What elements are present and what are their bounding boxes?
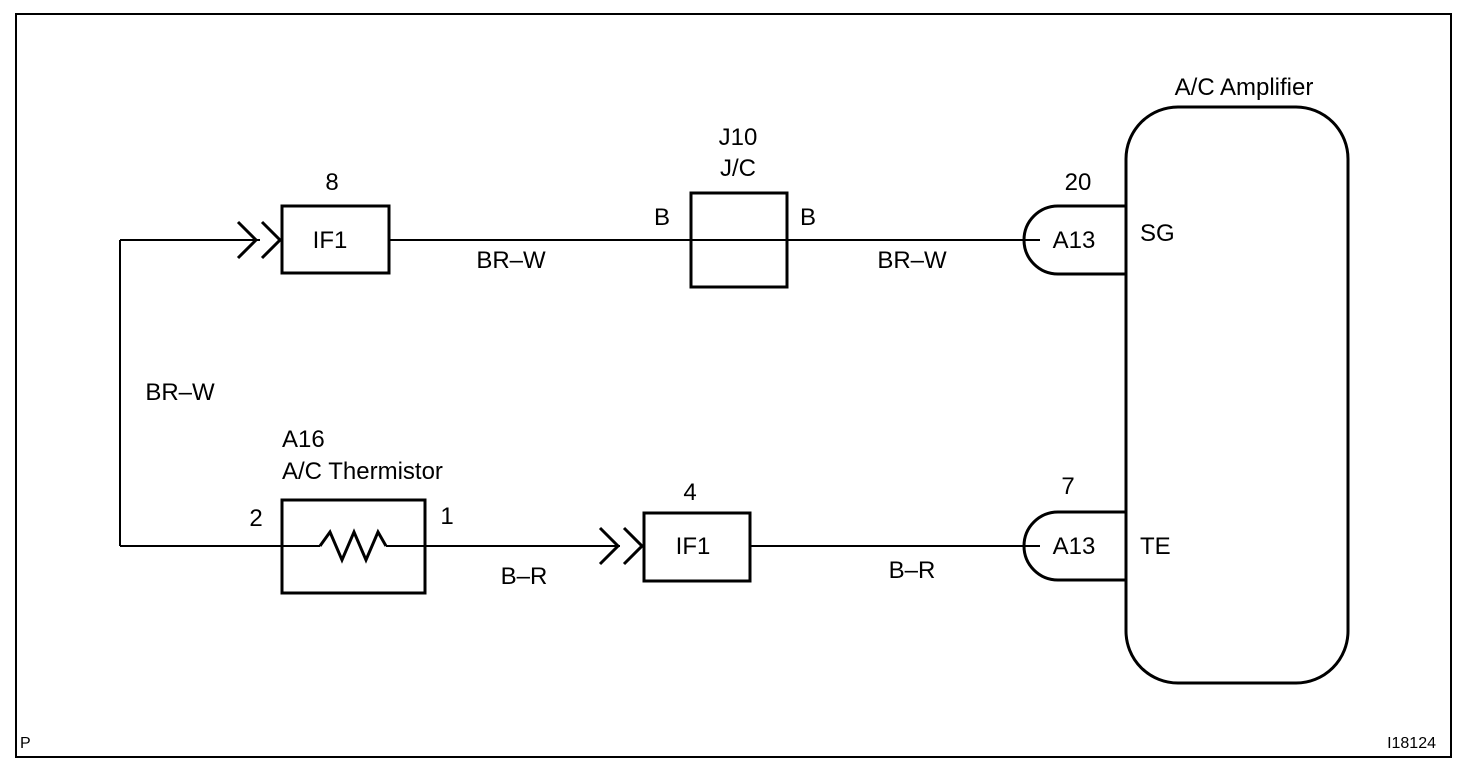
bottom-amp-pin-number: 7	[1061, 473, 1074, 500]
bottom-if1-label: IF1	[676, 533, 711, 560]
diagram-frame	[15, 13, 1452, 758]
figure-id: I18124	[1387, 735, 1436, 752]
bottom-if1-pin-number: 4	[683, 479, 696, 506]
thermistor-name: A/C Thermistor	[282, 458, 443, 485]
amplifier-pin-sg: SG	[1140, 220, 1175, 247]
top-connector-chevron2-icon	[260, 220, 283, 260]
top-wire-right-label: BR–W	[877, 247, 947, 274]
bottom-wire-left-label: B–R	[501, 563, 548, 590]
bottom-connector-chevron-icon	[598, 526, 621, 566]
left-wire-label: BR–W	[145, 379, 215, 406]
top-if1-pin-number: 8	[325, 169, 338, 196]
bottom-a13-connector	[1022, 510, 1128, 582]
top-a13-label: A13	[1053, 227, 1096, 254]
jc-id: J10	[719, 124, 758, 151]
bottom-connector-chevron2-icon	[622, 526, 645, 566]
jc-right-pin: B	[800, 204, 816, 231]
amplifier-pin-te: TE	[1140, 533, 1171, 560]
top-a13-connector	[1022, 204, 1128, 276]
corner-left-label: P	[20, 735, 31, 752]
top-amp-pin-number: 20	[1065, 169, 1092, 196]
amplifier-title: A/C Amplifier	[1175, 74, 1314, 101]
top-if1-label: IF1	[313, 227, 348, 254]
thermistor-id: A16	[282, 426, 325, 453]
thermistor-pin-left: 2	[249, 505, 262, 532]
jc-name: J/C	[720, 155, 756, 182]
bottom-wire-right-label: B–R	[889, 557, 936, 584]
amplifier-body	[1124, 105, 1350, 685]
top-wire-left-label: BR–W	[476, 247, 546, 274]
jc-left-pin: B	[654, 204, 670, 231]
top-connector-chevron-icon	[236, 220, 259, 260]
thermistor-pin-right: 1	[440, 503, 453, 530]
resistor-icon	[318, 528, 388, 564]
bottom-a13-label: A13	[1053, 533, 1096, 560]
